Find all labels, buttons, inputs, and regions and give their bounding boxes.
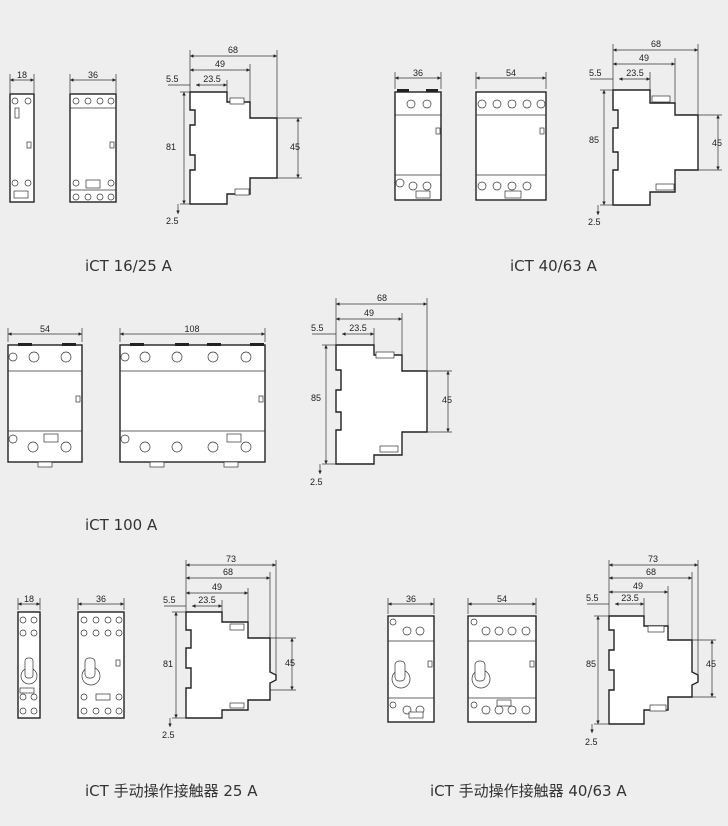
- svg-text:5.5: 5.5: [586, 593, 599, 603]
- caption-ict-16-25: iCT 16/25 A: [85, 257, 173, 275]
- svg-text:68: 68: [377, 293, 387, 303]
- svg-text:49: 49: [215, 59, 225, 69]
- svg-text:5.5: 5.5: [166, 74, 179, 84]
- svg-text:5.5: 5.5: [311, 323, 324, 333]
- svg-text:49: 49: [633, 581, 643, 591]
- svg-text:36: 36: [413, 68, 423, 78]
- ict-100-front-108: 108: [119, 324, 266, 468]
- svg-text:5.5: 5.5: [163, 595, 176, 605]
- svg-text:2.5: 2.5: [588, 217, 601, 227]
- ict-40-63-front-54: 54: [475, 68, 547, 201]
- ict-100-side: 68 49 23.5 5.5 85 2.5 45: [310, 293, 452, 487]
- svg-text:73: 73: [226, 554, 236, 564]
- svg-text:68: 68: [651, 39, 661, 49]
- svg-text:23.5: 23.5: [349, 323, 367, 333]
- svg-text:68: 68: [223, 567, 233, 577]
- svg-text:23.5: 23.5: [621, 593, 639, 603]
- caption-ict-manual-25: iCT 手动操作接触器 25 A: [85, 782, 258, 800]
- svg-text:2.5: 2.5: [310, 477, 323, 487]
- svg-text:49: 49: [364, 308, 374, 318]
- svg-text:18: 18: [24, 594, 34, 604]
- caption-ict-40-63: iCT 40/63 A: [510, 257, 598, 275]
- svg-text:23.5: 23.5: [203, 74, 221, 84]
- ict-manual-40-63-front-54: 54: [467, 594, 537, 723]
- svg-text:85: 85: [586, 659, 596, 669]
- svg-text:54: 54: [40, 324, 50, 334]
- svg-text:23.5: 23.5: [626, 68, 644, 78]
- svg-text:5.5: 5.5: [589, 68, 602, 78]
- svg-text:36: 36: [96, 594, 106, 604]
- ict-manual-40-63-side: 73 68 49 23.5 5.5 85 2.5 45: [585, 554, 716, 747]
- svg-text:68: 68: [228, 45, 238, 55]
- svg-text:81: 81: [163, 659, 173, 669]
- dim-width-36: 36: [88, 70, 98, 80]
- svg-text:45: 45: [706, 659, 716, 669]
- svg-text:36: 36: [406, 594, 416, 604]
- ict-16-25-front-36: 36: [69, 70, 117, 203]
- ict-manual-25-front-36: 36: [77, 594, 125, 719]
- ict-40-63-side: 68 49 23.5 5.5 85 2.5 45: [588, 39, 722, 227]
- svg-text:68: 68: [646, 567, 656, 577]
- ict-manual-40-63-front-36: 36: [387, 594, 435, 723]
- svg-text:45: 45: [712, 138, 722, 148]
- svg-text:45: 45: [442, 395, 452, 405]
- ict-100-front-54: 54: [7, 324, 83, 468]
- svg-text:45: 45: [285, 658, 295, 668]
- svg-text:49: 49: [639, 53, 649, 63]
- ict-16-25-front-18: 18: [9, 70, 35, 203]
- svg-text:49: 49: [212, 582, 222, 592]
- ict-manual-25-side: 73 68 49 23.5 5.5 81 2.5 45: [162, 554, 296, 740]
- caption-ict-100: iCT 100 A: [85, 516, 158, 534]
- svg-text:45: 45: [290, 142, 300, 152]
- svg-text:23.5: 23.5: [198, 595, 216, 605]
- caption-ict-manual-40-63: iCT 手动操作接触器 40/63 A: [430, 782, 627, 800]
- svg-text:2.5: 2.5: [162, 730, 175, 740]
- svg-text:2.5: 2.5: [585, 737, 598, 747]
- svg-text:54: 54: [506, 68, 516, 78]
- svg-text:85: 85: [311, 393, 321, 403]
- svg-text:81: 81: [166, 142, 176, 152]
- svg-text:2.5: 2.5: [166, 216, 179, 226]
- svg-text:54: 54: [497, 594, 507, 604]
- svg-text:73: 73: [648, 554, 658, 564]
- ict-16-25-side: 68 49 23.5 5.5 81 2.5 45: [166, 45, 302, 226]
- ict-40-63-front-36: 36: [394, 68, 442, 201]
- svg-text:108: 108: [184, 324, 199, 334]
- svg-text:85: 85: [589, 135, 599, 145]
- ict-manual-25-front-18: 18: [17, 594, 41, 719]
- dim-width-18: 18: [17, 70, 27, 80]
